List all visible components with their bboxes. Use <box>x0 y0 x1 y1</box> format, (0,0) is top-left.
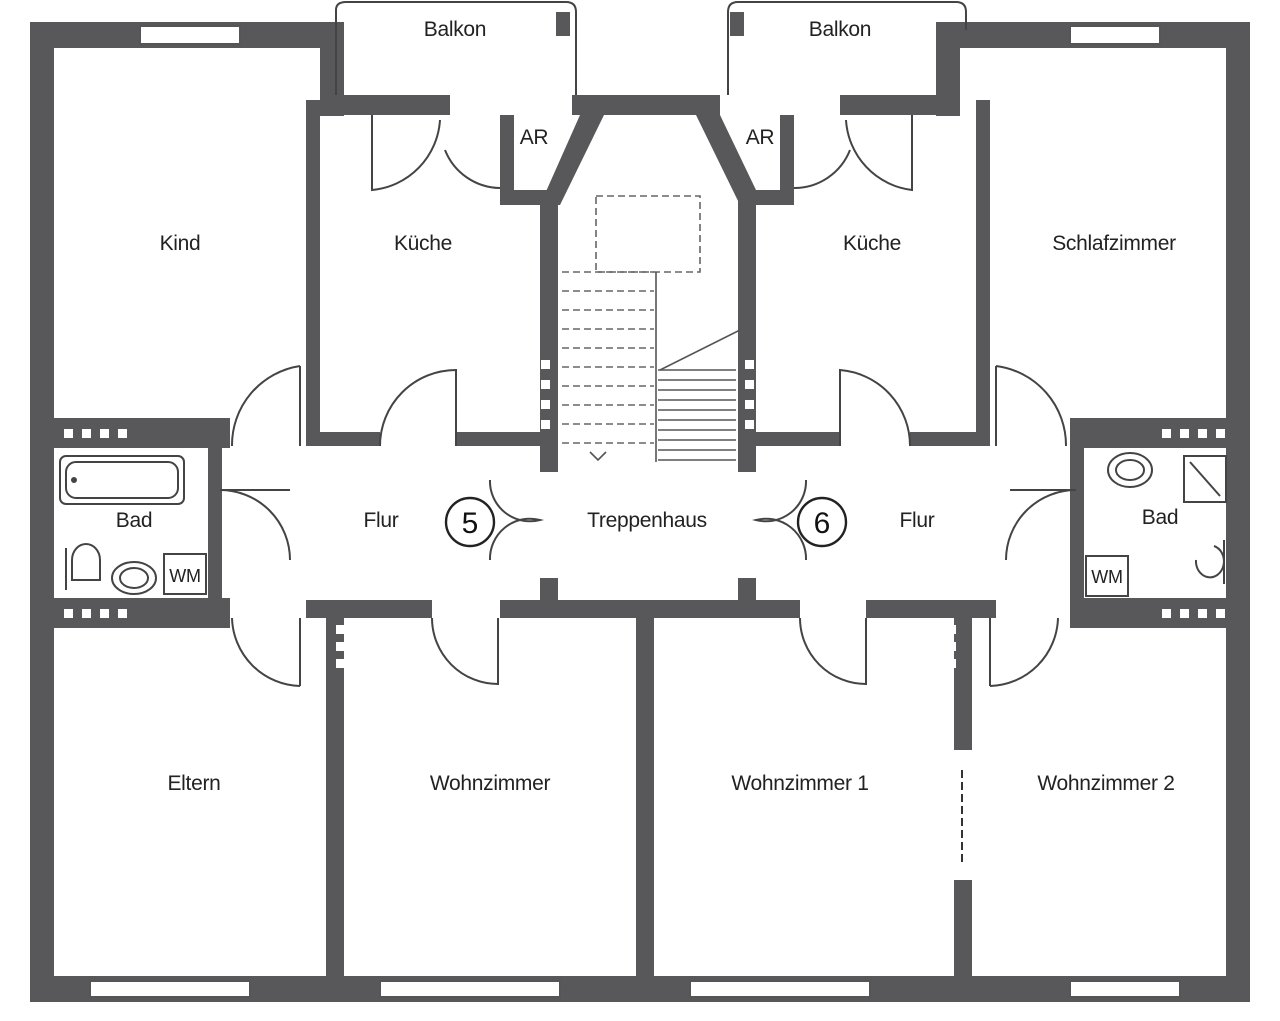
label-wohnzimmer: Wohnzimmer <box>430 772 551 795</box>
label-treppenhaus: Treppenhaus <box>587 509 707 532</box>
label-balkon-left: Balkon <box>424 18 486 41</box>
label-kueche-right: Küche <box>843 232 901 255</box>
duct-square <box>336 642 345 651</box>
label-eltern: Eltern <box>167 772 220 795</box>
label-kind: Kind <box>160 232 201 255</box>
label-schlafzimmer: Schlafzimmer <box>1052 232 1176 255</box>
duct-square <box>100 429 109 438</box>
label-flur-left: Flur <box>364 509 399 532</box>
apartment-number-5: 5 <box>462 507 479 540</box>
duct-square <box>118 609 127 618</box>
doors <box>219 115 1077 865</box>
label-wohnzimmer-2: Wohnzimmer 2 <box>1037 772 1174 795</box>
label-flur-right: Flur <box>900 509 935 532</box>
duct-square <box>1198 609 1207 618</box>
duct-square <box>541 380 550 389</box>
duct-square <box>745 380 754 389</box>
label-bad-right: Bad <box>1142 506 1178 529</box>
duct-square <box>82 429 91 438</box>
duct-square <box>745 420 754 429</box>
duct-square <box>1180 429 1189 438</box>
label-bad-left: Bad <box>116 509 152 532</box>
label-kueche-left: Küche <box>394 232 452 255</box>
duct-square <box>336 659 345 668</box>
windows <box>89 25 1181 998</box>
apartment-markers: 5 6 <box>444 496 848 548</box>
duct-square <box>64 429 73 438</box>
duct-openings <box>64 360 1225 668</box>
duct-square <box>336 625 345 634</box>
label-ar-right: AR <box>746 126 775 149</box>
duct-square <box>1198 429 1207 438</box>
duct-square <box>1162 609 1171 618</box>
duct-square <box>118 429 127 438</box>
apartment-number-6: 6 <box>814 507 831 540</box>
bathroom-fixtures <box>59 452 1227 597</box>
duct-square <box>1216 609 1225 618</box>
label-ar-left: AR <box>520 126 549 149</box>
duct-square <box>541 420 550 429</box>
label-wohnzimmer-1: Wohnzimmer 1 <box>731 772 868 795</box>
duct-square <box>745 360 754 369</box>
duct-square <box>1180 609 1189 618</box>
balconies <box>335 1 967 95</box>
duct-square <box>1216 429 1225 438</box>
duct-square <box>541 360 550 369</box>
label-wm-left: WM <box>169 566 200 586</box>
duct-square <box>745 400 754 409</box>
label-wm-right: WM <box>1091 567 1122 587</box>
duct-square <box>64 609 73 618</box>
duct-square <box>100 609 109 618</box>
duct-square <box>947 659 956 668</box>
duct-square <box>947 625 956 634</box>
room-labels: Balkon Balkon AR AR Kind Küche Küche Sch… <box>116 18 1179 795</box>
duct-square <box>541 400 550 409</box>
duct-square <box>947 642 956 651</box>
duct-square <box>1162 429 1171 438</box>
label-balkon-right: Balkon <box>809 18 871 41</box>
staircase <box>562 195 741 462</box>
duct-square <box>82 609 91 618</box>
